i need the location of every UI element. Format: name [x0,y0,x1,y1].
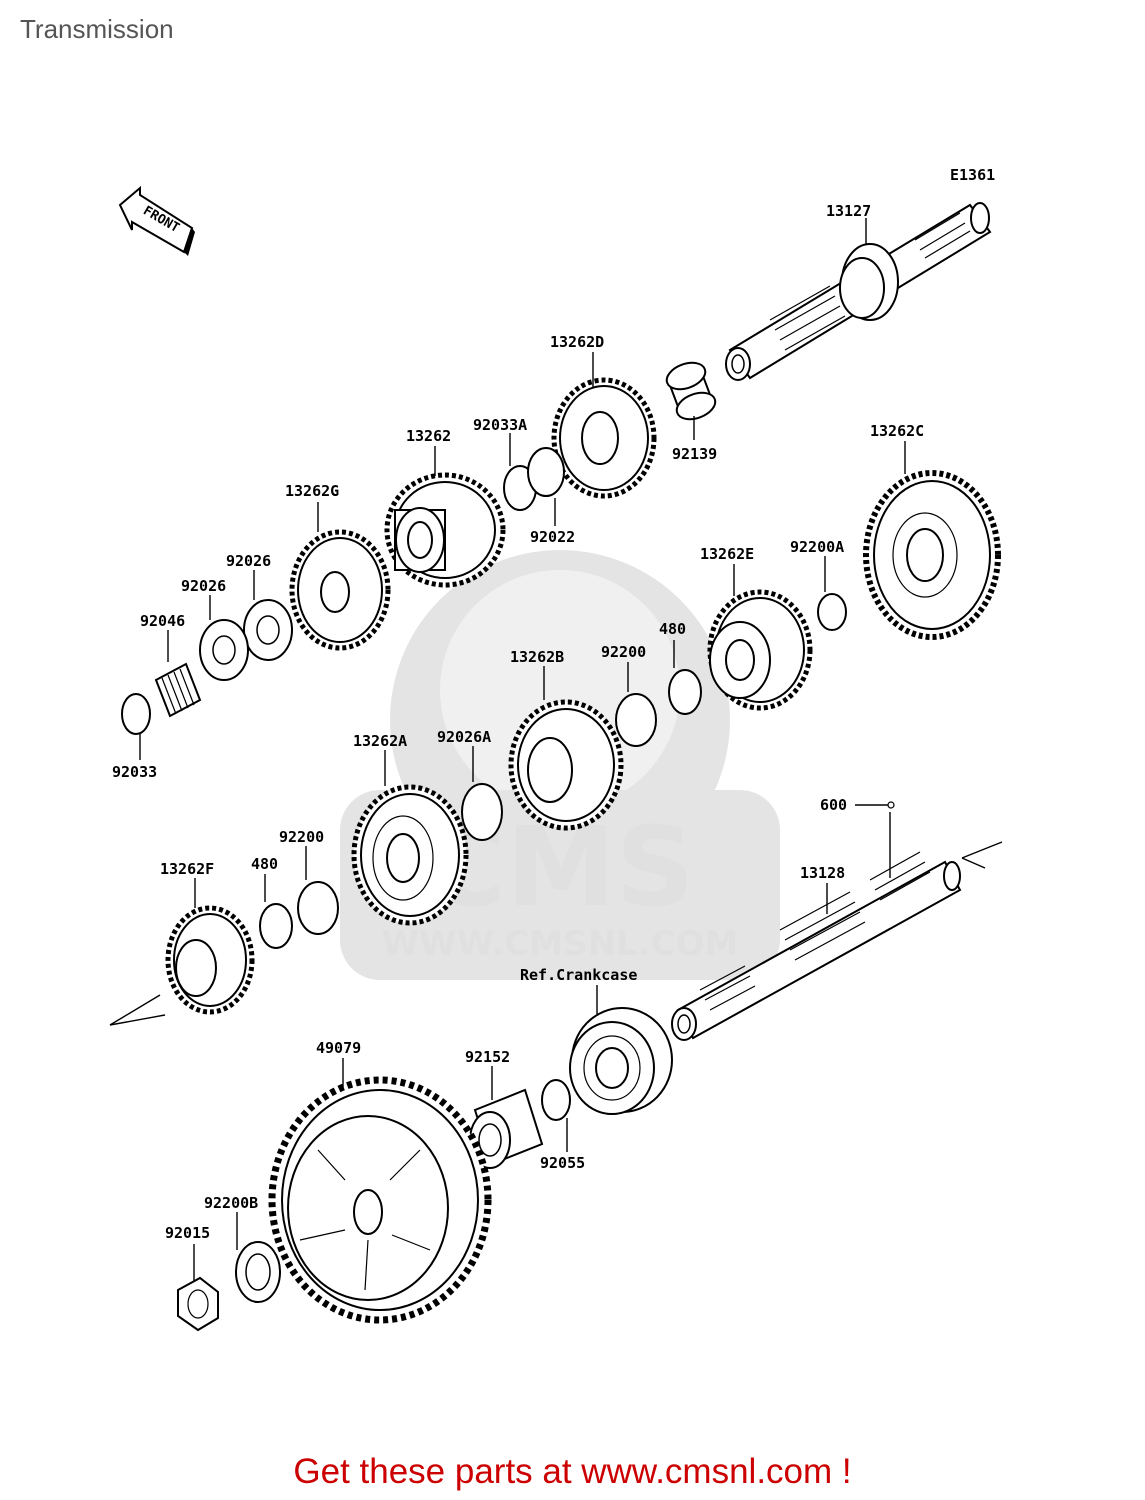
washer-92200-b [297,881,339,935]
gear-13262B [508,699,624,831]
label-92022: 92022 [530,528,575,546]
circlip-92200A [817,593,847,631]
label-13262F: 13262F [160,860,214,878]
label-92033A: 92033A [473,416,527,434]
label-92200A: 92200A [790,538,844,556]
label-13262G: 13262G [285,482,339,500]
bushing-92139 [665,361,717,421]
label-49079: 49079 [316,1039,361,1057]
label-92026A: 92026A [437,728,491,746]
shaft-13127 [725,202,992,381]
gear-13262D [551,377,657,499]
collar-92152 [469,1088,544,1169]
circlip-480-b [259,903,293,949]
label-92139: 92139 [672,445,717,463]
label-92200-b: 92200 [279,828,324,846]
label-92015: 92015 [165,1224,210,1242]
ref-code: E1361 [950,166,995,184]
front-arrow-icon: FRONT [118,185,195,256]
label-13262E: 13262E [700,545,754,563]
label-13262C: 13262C [870,422,924,440]
gear-13262F [165,905,255,1015]
leader-lines [139,218,906,1282]
gear-13262C [863,470,1001,640]
nut-92015 [177,1276,219,1332]
gear-13262A [351,784,469,926]
label-13262: 13262 [406,427,451,445]
gear-13262G [289,529,391,651]
label-92152: 92152 [465,1048,510,1066]
washer-92022 [527,447,565,497]
label-92026-a: 92026 [226,552,271,570]
label-13262D: 13262D [550,333,604,351]
page-title: Transmission [20,14,174,44]
circlip-480-a [668,669,702,715]
label-480-a: 480 [659,620,686,638]
label-13262A: 13262A [353,732,407,750]
needle-bearing-92046 [154,662,202,718]
bearing-crankcase [569,1007,673,1115]
washer-92200-a [615,693,657,747]
label-480-b: 480 [251,855,278,873]
label-92055: 92055 [540,1154,585,1172]
shaft-13128 [671,841,1003,1041]
label-13127: 13127 [826,202,871,220]
label-92200-a: 92200 [601,643,646,661]
label-ref-crankcase: Ref.Crankcase [520,966,637,984]
gear-49079 [268,1076,492,1324]
label-92200B: 92200B [204,1194,258,1212]
label-92046: 92046 [140,612,185,630]
label-13262B: 13262B [510,648,564,666]
watermark-site: WWW.CMSNL.COM [382,924,739,964]
label-13128: 13128 [800,864,845,882]
washer-92026A [461,783,503,841]
label-600: 600 [820,796,847,814]
label-92026-b: 92026 [181,577,226,595]
gear-13262 [384,472,506,588]
gear-13262E [707,589,813,711]
circlip-92055 [541,1079,571,1121]
label-92033: 92033 [112,763,157,781]
circlip-92033 [121,693,151,735]
footer-link[interactable]: Get these parts at www.cmsnl.com ! [293,1452,852,1491]
